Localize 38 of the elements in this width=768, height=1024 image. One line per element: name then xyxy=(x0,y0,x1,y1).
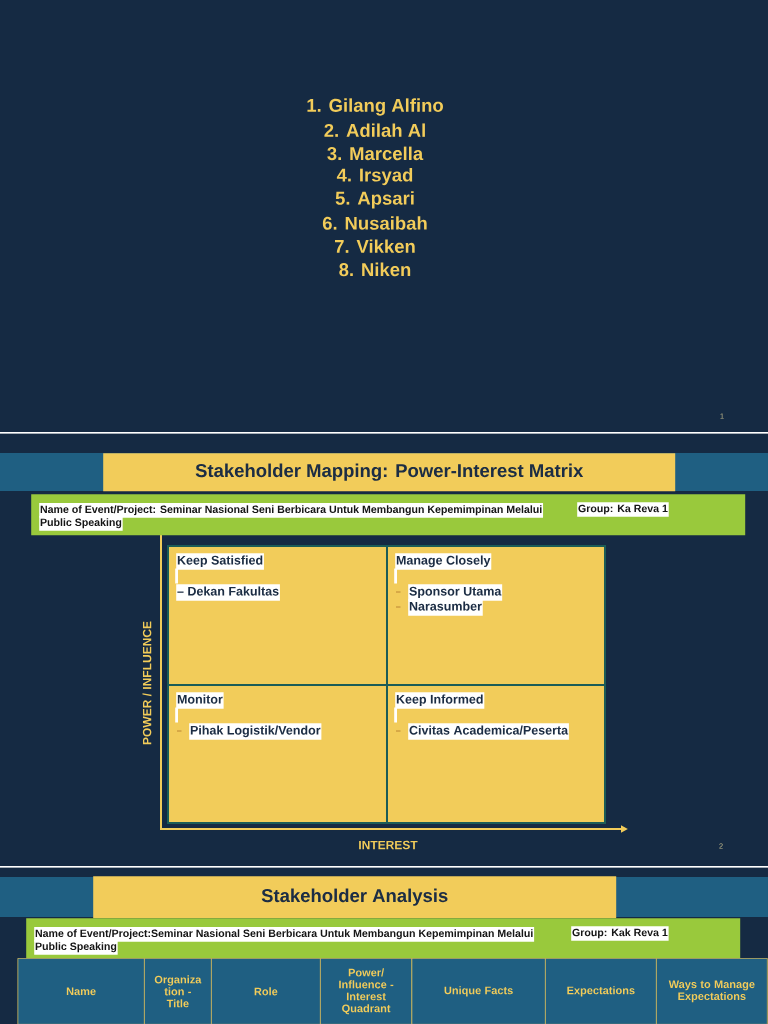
list-item: 2. Adilah Al xyxy=(324,123,425,137)
table-header-cell: Power/ Influence - Interest Quadrant xyxy=(320,958,413,1024)
quadrant-heading: Keep Satisfied xyxy=(176,553,264,570)
info-banner xyxy=(31,494,746,536)
table-header-cell: Expectations xyxy=(545,958,657,1024)
table-header-cell: Name xyxy=(17,958,145,1024)
list-item: 7. Vikken xyxy=(335,239,415,253)
list-item: – Dekan Fakultas xyxy=(176,584,280,601)
group-text: Group: Ka Reva 1 xyxy=(577,502,669,517)
event-text: Name of Event/Project:Seminar Nasional Seni Berbicara Untuk Membangun Kepemimpinan Melalui Public Speaking xyxy=(34,927,535,955)
list-item: Sponsor Utama xyxy=(408,584,503,601)
list-item: Narasumber xyxy=(408,599,483,616)
list-item: 4. Irsyad xyxy=(336,168,413,186)
event-text: Name of Event/Project: Seminar Nasional Seni Berbicara Untuk Membangun Kepemimpinan Melalui Public Speaking xyxy=(39,503,544,531)
list-item: 3. Marcella xyxy=(327,146,424,161)
quadrant-box xyxy=(167,684,388,824)
list-item: Civitas Academica/Peserta xyxy=(408,723,569,740)
title-banner: Stakeholder Analysis xyxy=(93,876,617,919)
info-banner xyxy=(26,918,741,959)
list-item: 1. Gilang Alfino xyxy=(307,98,443,116)
table-header-cell: Role xyxy=(211,958,321,1024)
quadrant-box xyxy=(386,684,606,824)
title-banner: Stakeholder Mapping: Power-Interest Matrix xyxy=(103,453,676,492)
quadrant-box xyxy=(167,545,388,686)
list-item: 8. Niken xyxy=(339,262,411,277)
axis-label: INTEREST xyxy=(359,840,418,850)
quadrant-heading: Monitor xyxy=(176,692,224,709)
quadrant-heading: Keep Informed xyxy=(395,692,485,709)
quadrant-heading: Manage Closely xyxy=(395,553,492,570)
table-header-cell: Organiza tion - Title xyxy=(144,958,212,1024)
table-header-cell: Ways to Manage Expectations xyxy=(656,958,768,1024)
group-text: Group: Kak Reva 1 xyxy=(571,926,669,941)
quadrant-box xyxy=(386,545,606,686)
table-header-cell: Unique Facts xyxy=(411,958,546,1024)
axis-label: POWER / INFLUENCE xyxy=(142,621,152,745)
list-item: Pihak Logistik/Vendor xyxy=(189,723,322,740)
list-item: 6. Nusaibah xyxy=(322,216,427,230)
list-item: 5. Apsari xyxy=(335,191,414,209)
